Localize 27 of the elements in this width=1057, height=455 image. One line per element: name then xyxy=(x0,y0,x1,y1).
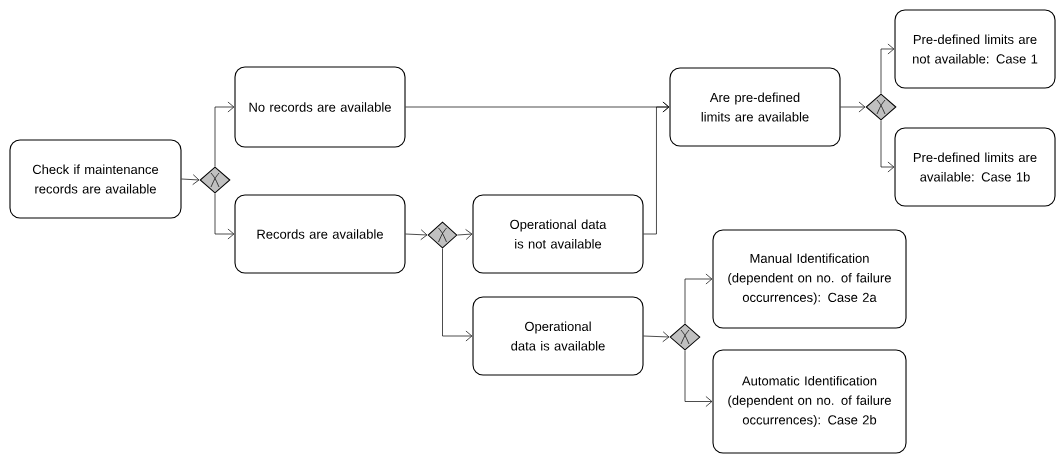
arrow xyxy=(643,331,670,343)
arrow xyxy=(880,120,895,173)
process-box: Records are available xyxy=(234,194,406,274)
gateway-diamond xyxy=(865,93,897,121)
arrow xyxy=(405,229,428,241)
process-box: Operational data is available xyxy=(472,296,644,376)
gateway-diamond xyxy=(669,323,701,351)
gateway-diamond xyxy=(427,221,458,249)
arrow xyxy=(880,43,895,94)
process-box: Operational data is not available xyxy=(472,194,644,274)
arrow xyxy=(457,229,473,240)
process-box: Are pre-defined limits are available xyxy=(669,67,841,147)
arrow xyxy=(643,101,670,235)
process-box: Manual Identification (dependent on no. of failure occurrences): Case 2a xyxy=(712,229,907,329)
arrow xyxy=(214,193,235,240)
arrow xyxy=(181,174,200,185)
gateway-diamond xyxy=(199,166,231,194)
process-box: Automatic Identification (dependent on no. of failure occurrences): Case 2b xyxy=(712,349,907,454)
arrow xyxy=(840,101,866,113)
arrow xyxy=(214,101,235,167)
process-box: No records are available xyxy=(234,66,406,148)
arrow xyxy=(442,248,473,342)
arrow xyxy=(684,350,713,407)
arrow xyxy=(684,273,713,324)
process-box: Check if maintenance records are available xyxy=(9,139,182,219)
process-box: Pre-defined limits are not available: Case 1 xyxy=(894,9,1056,89)
process-box: Pre-defined limits are available: Case 1b xyxy=(894,127,1056,207)
